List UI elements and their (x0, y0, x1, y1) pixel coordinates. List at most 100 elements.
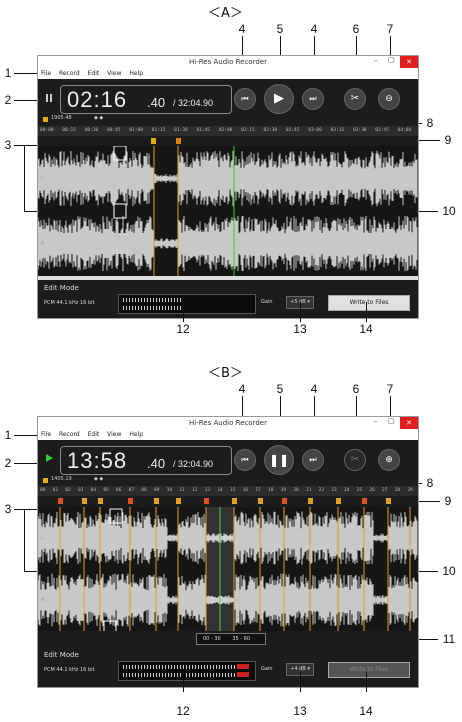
divide-button[interactable]: ✂ (344, 449, 366, 471)
track-mark-icon[interactable] (176, 138, 181, 144)
previous-button[interactable]: ⏮ (234, 88, 256, 110)
callout-2: 2 (4, 456, 12, 470)
menu-record[interactable]: Record (58, 431, 80, 438)
ruler-tick-label: 01:15 (151, 128, 166, 133)
pause-button[interactable]: ❚❚ (264, 445, 294, 475)
callout-13: 13 (293, 704, 307, 718)
track-marks-row (38, 498, 418, 506)
menu-view[interactable]: View (107, 70, 122, 77)
ruler-tick-label: 00:45 (107, 128, 121, 133)
callout-6: 6 (352, 382, 360, 396)
recording-info: 1405.19 (51, 476, 72, 482)
play-button[interactable]: ▶ (264, 84, 294, 114)
close-button[interactable]: ✕ (400, 56, 418, 68)
divide-point-handle[interactable] (109, 508, 123, 524)
zoom-out-icon: ⊖ (385, 94, 393, 104)
time-total: / 32:04.90 (173, 98, 214, 108)
track-mark-icon[interactable] (128, 498, 133, 504)
write-to-files-button[interactable]: Write to Files (328, 295, 410, 311)
callout-10: 10 (442, 204, 456, 218)
close-button[interactable]: ✕ (400, 417, 418, 429)
play-icon: ▶ (274, 91, 284, 106)
track-mark-icon[interactable] (282, 498, 287, 504)
zoom-button[interactable]: ⊕ (378, 449, 400, 471)
track-mark-icon[interactable] (151, 138, 156, 144)
callout-12: 12 (176, 704, 190, 718)
ruler-tick-label: 13 (204, 488, 211, 493)
track-mark-icon[interactable] (58, 498, 63, 504)
ruler-tick-label: 10 (166, 488, 173, 493)
menu-edit[interactable]: Edit (87, 70, 100, 77)
ruler-tick-label: 02 (65, 488, 71, 493)
zoom-button[interactable]: ⊖ (378, 88, 400, 110)
ruler-tick-label: 27 (382, 488, 388, 493)
divide-point-handle[interactable] (113, 146, 127, 161)
track-mark-icon[interactable] (98, 498, 103, 504)
mark-icon: ◆ ◆ (94, 115, 104, 121)
menu-help[interactable]: Help (129, 431, 144, 438)
callout-11: 11 (442, 632, 456, 646)
menu-view[interactable]: View (107, 431, 122, 438)
divide-point-handle[interactable] (113, 203, 127, 219)
waveform-area[interactable] (38, 146, 418, 276)
channel-label-l: L (41, 176, 44, 182)
next-button[interactable]: ⏭ (302, 88, 324, 110)
pause-icon: ❚❚ (268, 453, 290, 467)
track-mark-icon[interactable] (232, 498, 237, 504)
maximize-button[interactable]: ▢ (388, 417, 395, 425)
ruler-tick-label: 26 (369, 488, 375, 493)
minimize-button[interactable]: – (374, 56, 378, 64)
edit-mode-label: Edit Mode (44, 284, 79, 292)
channel-label-r: R (41, 241, 45, 247)
play-indicator-icon (46, 454, 53, 462)
ruler-tick-label: 02:15 (241, 128, 255, 133)
callout-4-left: 4 (238, 382, 246, 396)
callout-6: 6 (352, 22, 360, 36)
track-mark-icon[interactable] (204, 498, 209, 504)
divide-button[interactable]: ✂ (344, 88, 366, 110)
callout-4-right: 4 (310, 382, 318, 396)
ruler-tick-label: 00:00 (40, 128, 54, 133)
callout-1: 1 (4, 428, 12, 442)
track-mark-icon[interactable] (82, 498, 87, 504)
divide-point-handle[interactable] (103, 620, 117, 631)
previous-button[interactable]: ⏮ (234, 449, 256, 471)
track-mark-icon[interactable] (386, 498, 391, 504)
recording-info: 1905.48 (51, 115, 72, 121)
next-button[interactable]: ⏭ (302, 449, 324, 471)
waveform-area[interactable] (38, 507, 418, 631)
menu-file[interactable]: File (41, 431, 52, 438)
track-mark-icon[interactable] (154, 498, 159, 504)
track-mark-icon[interactable] (176, 498, 181, 504)
track-mark-icon[interactable] (362, 498, 367, 504)
scrollbar[interactable] (38, 276, 418, 280)
ruler-tick-label: 02:45 (285, 128, 300, 133)
minimize-button[interactable]: – (374, 417, 378, 425)
ruler-tick-label: 03 (78, 488, 84, 493)
selection-highlight (206, 507, 234, 631)
ruler-tick-label: 01:00 (129, 128, 143, 133)
ruler-tick-label: 09 (154, 488, 160, 493)
menu-file[interactable]: File (41, 70, 52, 77)
ruler-tick-label: 25 (356, 488, 363, 493)
window-title: Hi-Res Audio Recorder (189, 419, 267, 427)
track-mark-icon[interactable] (258, 498, 263, 504)
ruler-tick-label: 00 (40, 488, 46, 493)
menu-help[interactable]: Help (129, 70, 144, 77)
menu-record[interactable]: Record (58, 70, 80, 77)
menu-edit[interactable]: Edit (87, 431, 100, 438)
menu-bar: File Record Edit View Help (38, 429, 418, 440)
title-bar: Hi-Res Audio Recorder (38, 417, 418, 429)
ruler-tick-label: 05 (103, 488, 109, 493)
track-mark-icon[interactable] (336, 498, 341, 504)
write-to-files-button[interactable]: Write to Files (328, 662, 410, 678)
format-info: PCM 44.1 kHz 16 bit (44, 667, 95, 673)
format-info: PCM 44.1 kHz 16 bit (44, 300, 95, 306)
maximize-button[interactable]: ▢ (388, 56, 395, 64)
callout-14: 14 (359, 704, 373, 718)
callout-9: 9 (444, 133, 452, 147)
track-mark-icon[interactable] (308, 498, 313, 504)
mark-icon: ◆ ◆ (94, 476, 104, 482)
